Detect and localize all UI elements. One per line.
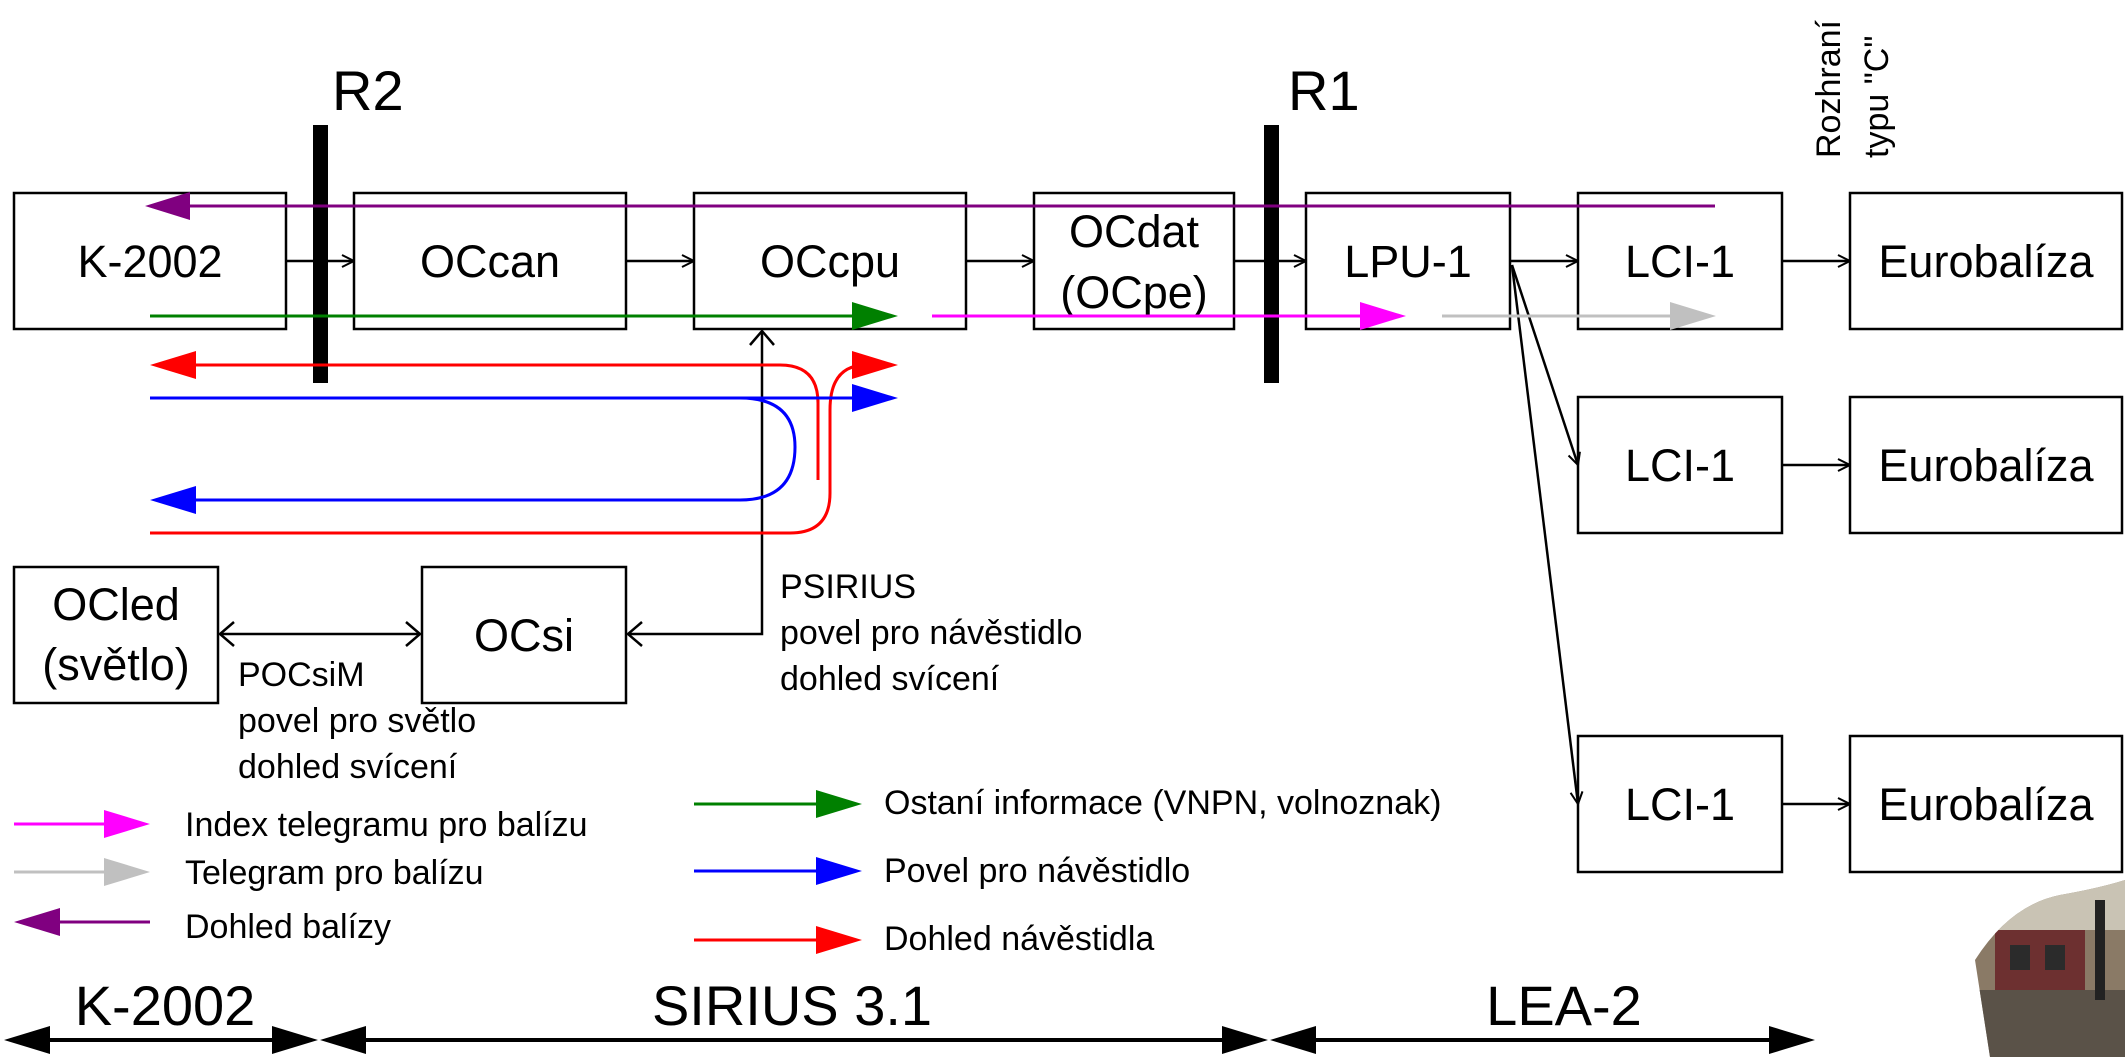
- block-lci1-bot: LCI-1: [1576, 734, 1784, 874]
- block-ocsi: OCsi: [420, 565, 628, 705]
- arrowhead-ocsi-right: [405, 621, 422, 647]
- block-lpu1: LPU-1: [1304, 191, 1512, 331]
- arrowhead-occpu-up: [749, 329, 775, 346]
- legend-ostatni-label: Ostaní informace (VNPN, volnoznak): [884, 784, 1441, 822]
- flow-dohled-navestidla-outbound-arrowhead: [852, 351, 898, 379]
- block-eurobaliza-bot: Eurobalíza: [1848, 734, 2124, 874]
- span-k2002-right-arrowhead: [272, 1026, 318, 1054]
- legend-right: Ostaní informace (VNPN, volnoznak) Povel…: [694, 784, 1441, 958]
- flow-ostatni-informace-arrowhead: [852, 302, 898, 330]
- system-lea2-label: LEA-2: [1486, 974, 1642, 1037]
- block-lci1-mid-label: LCI-1: [1625, 440, 1735, 491]
- legend-index-telegramu-label: Index telegramu pro balízu: [185, 806, 588, 844]
- flow-dohled-navestidla-outbound: [150, 363, 867, 535]
- r1-interface-bar: [1264, 125, 1279, 383]
- block-ocdat-label-line2: (OCpe): [1060, 267, 1208, 318]
- block-lpu1-label: LPU-1: [1344, 236, 1472, 287]
- block-ocled-label-line2: (světlo): [42, 639, 190, 690]
- system-spans: K-2002 SIRIUS 3.1 LEA-2: [4, 974, 1815, 1054]
- span-lea2-right-arrowhead: [1769, 1026, 1815, 1054]
- annotation-pocsim-line3: dohled svícení: [238, 748, 458, 786]
- block-ocdat: OCdat (OCpe): [1032, 191, 1236, 331]
- block-ocled: OCled (světlo): [12, 565, 220, 705]
- annotation-psirius-line3: dohled svícení: [780, 660, 1000, 698]
- block-eurobaliza-mid: Eurobalíza: [1848, 395, 2124, 535]
- span-k2002-left-arrowhead: [4, 1026, 50, 1054]
- block-ocled-label-line1: OCled: [52, 579, 180, 630]
- legend-dohled-balizy-arrowhead: [14, 908, 60, 936]
- legend-povel-label: Povel pro návěstidlo: [884, 852, 1190, 890]
- block-eurobaliza-bot-label: Eurobalíza: [1878, 779, 2094, 830]
- flow-index-telegramu-arrowhead: [1360, 302, 1406, 330]
- legend-dohled-navestidla-arrowhead: [816, 926, 862, 954]
- r2-interface-bar: [313, 125, 328, 383]
- block-occpu-label: OCcpu: [760, 236, 900, 287]
- block-occan: OCcan: [352, 191, 628, 331]
- annotation-pocsim: POCsiM povel pro světlo dohled svícení: [238, 656, 476, 786]
- legend-telegram-label: Telegram pro balízu: [185, 854, 484, 892]
- arrow-lpu1-to-lci1-bot: [1510, 264, 1578, 804]
- type-c-interface-label-line1: Rozhraní: [1810, 19, 1848, 158]
- type-c-interface-label-line2: typu "C": [1858, 36, 1896, 158]
- flow-dohled-balizy-arrowhead: [145, 192, 190, 220]
- flow-telegram-arrowhead: [1670, 302, 1716, 330]
- span-sirius-right-arrowhead: [1222, 1026, 1268, 1054]
- annotation-psirius: PSIRIUS povel pro návěstidlo dohled svíc…: [780, 568, 1082, 698]
- block-lci1-bot-label: LCI-1: [1625, 779, 1735, 830]
- block-eurobaliza-top-label: Eurobalíza: [1878, 236, 2094, 287]
- legend-ostatni-arrowhead: [816, 790, 862, 818]
- legend-dohled-balizy-label: Dohled balízy: [185, 908, 391, 946]
- span-sirius-left-arrowhead: [320, 1026, 366, 1054]
- legend-dohled-navestidla-label: Dohled návěstidla: [884, 920, 1154, 958]
- flow-dohled-navestidla-return: [190, 363, 820, 404]
- r2-label: R2: [332, 59, 404, 122]
- connector-ocsi-occpu: [628, 331, 764, 636]
- flow-dohled-navestidla-return-arrowhead: [150, 351, 196, 379]
- block-eurobaliza-top: Eurobalíza: [1848, 191, 2124, 331]
- system-sirius-label: SIRIUS 3.1: [652, 974, 932, 1037]
- legend-index-telegramu-arrowhead: [104, 810, 150, 838]
- annotation-pocsim-line2: povel pro světlo: [238, 702, 476, 740]
- flow-povel-loop: [150, 396, 797, 502]
- annotation-psirius-line1: PSIRIUS: [780, 568, 916, 606]
- system-k2002-label: K-2002: [75, 974, 256, 1037]
- legend-telegram-arrowhead: [104, 858, 150, 886]
- block-k2002: K-2002: [12, 191, 288, 331]
- annotation-pocsim-line1: POCsiM: [238, 656, 365, 694]
- block-eurobaliza-mid-label: Eurobalíza: [1878, 440, 2094, 491]
- arrowhead-ocsi-left: [626, 621, 643, 647]
- arrow-lpu1-to-lci1-mid: [1510, 264, 1578, 465]
- arrowhead-ocled-left: [218, 621, 235, 647]
- span-lea2-left-arrowhead: [1270, 1026, 1316, 1054]
- block-lci1-top-label: LCI-1: [1625, 236, 1735, 287]
- legend-povel-arrowhead: [816, 857, 862, 885]
- block-lci1-mid: LCI-1: [1576, 395, 1784, 535]
- legend-left: Index telegramu pro balízu Telegram pro …: [14, 806, 588, 946]
- flow-povel-return-arrowhead: [150, 486, 196, 514]
- block-occan-label: OCcan: [420, 236, 560, 287]
- block-k2002-label: K-2002: [77, 236, 222, 287]
- block-ocdat-label-line1: OCdat: [1069, 206, 1200, 257]
- block-ocsi-label: OCsi: [474, 610, 574, 661]
- annotation-psirius-line2: povel pro návěstidlo: [780, 614, 1082, 652]
- block-occpu: OCcpu: [692, 191, 968, 331]
- flow-povel-outbound-arrowhead: [852, 384, 898, 412]
- r1-label: R1: [1288, 59, 1360, 122]
- station-photo-thumbnail: [1975, 880, 2125, 1057]
